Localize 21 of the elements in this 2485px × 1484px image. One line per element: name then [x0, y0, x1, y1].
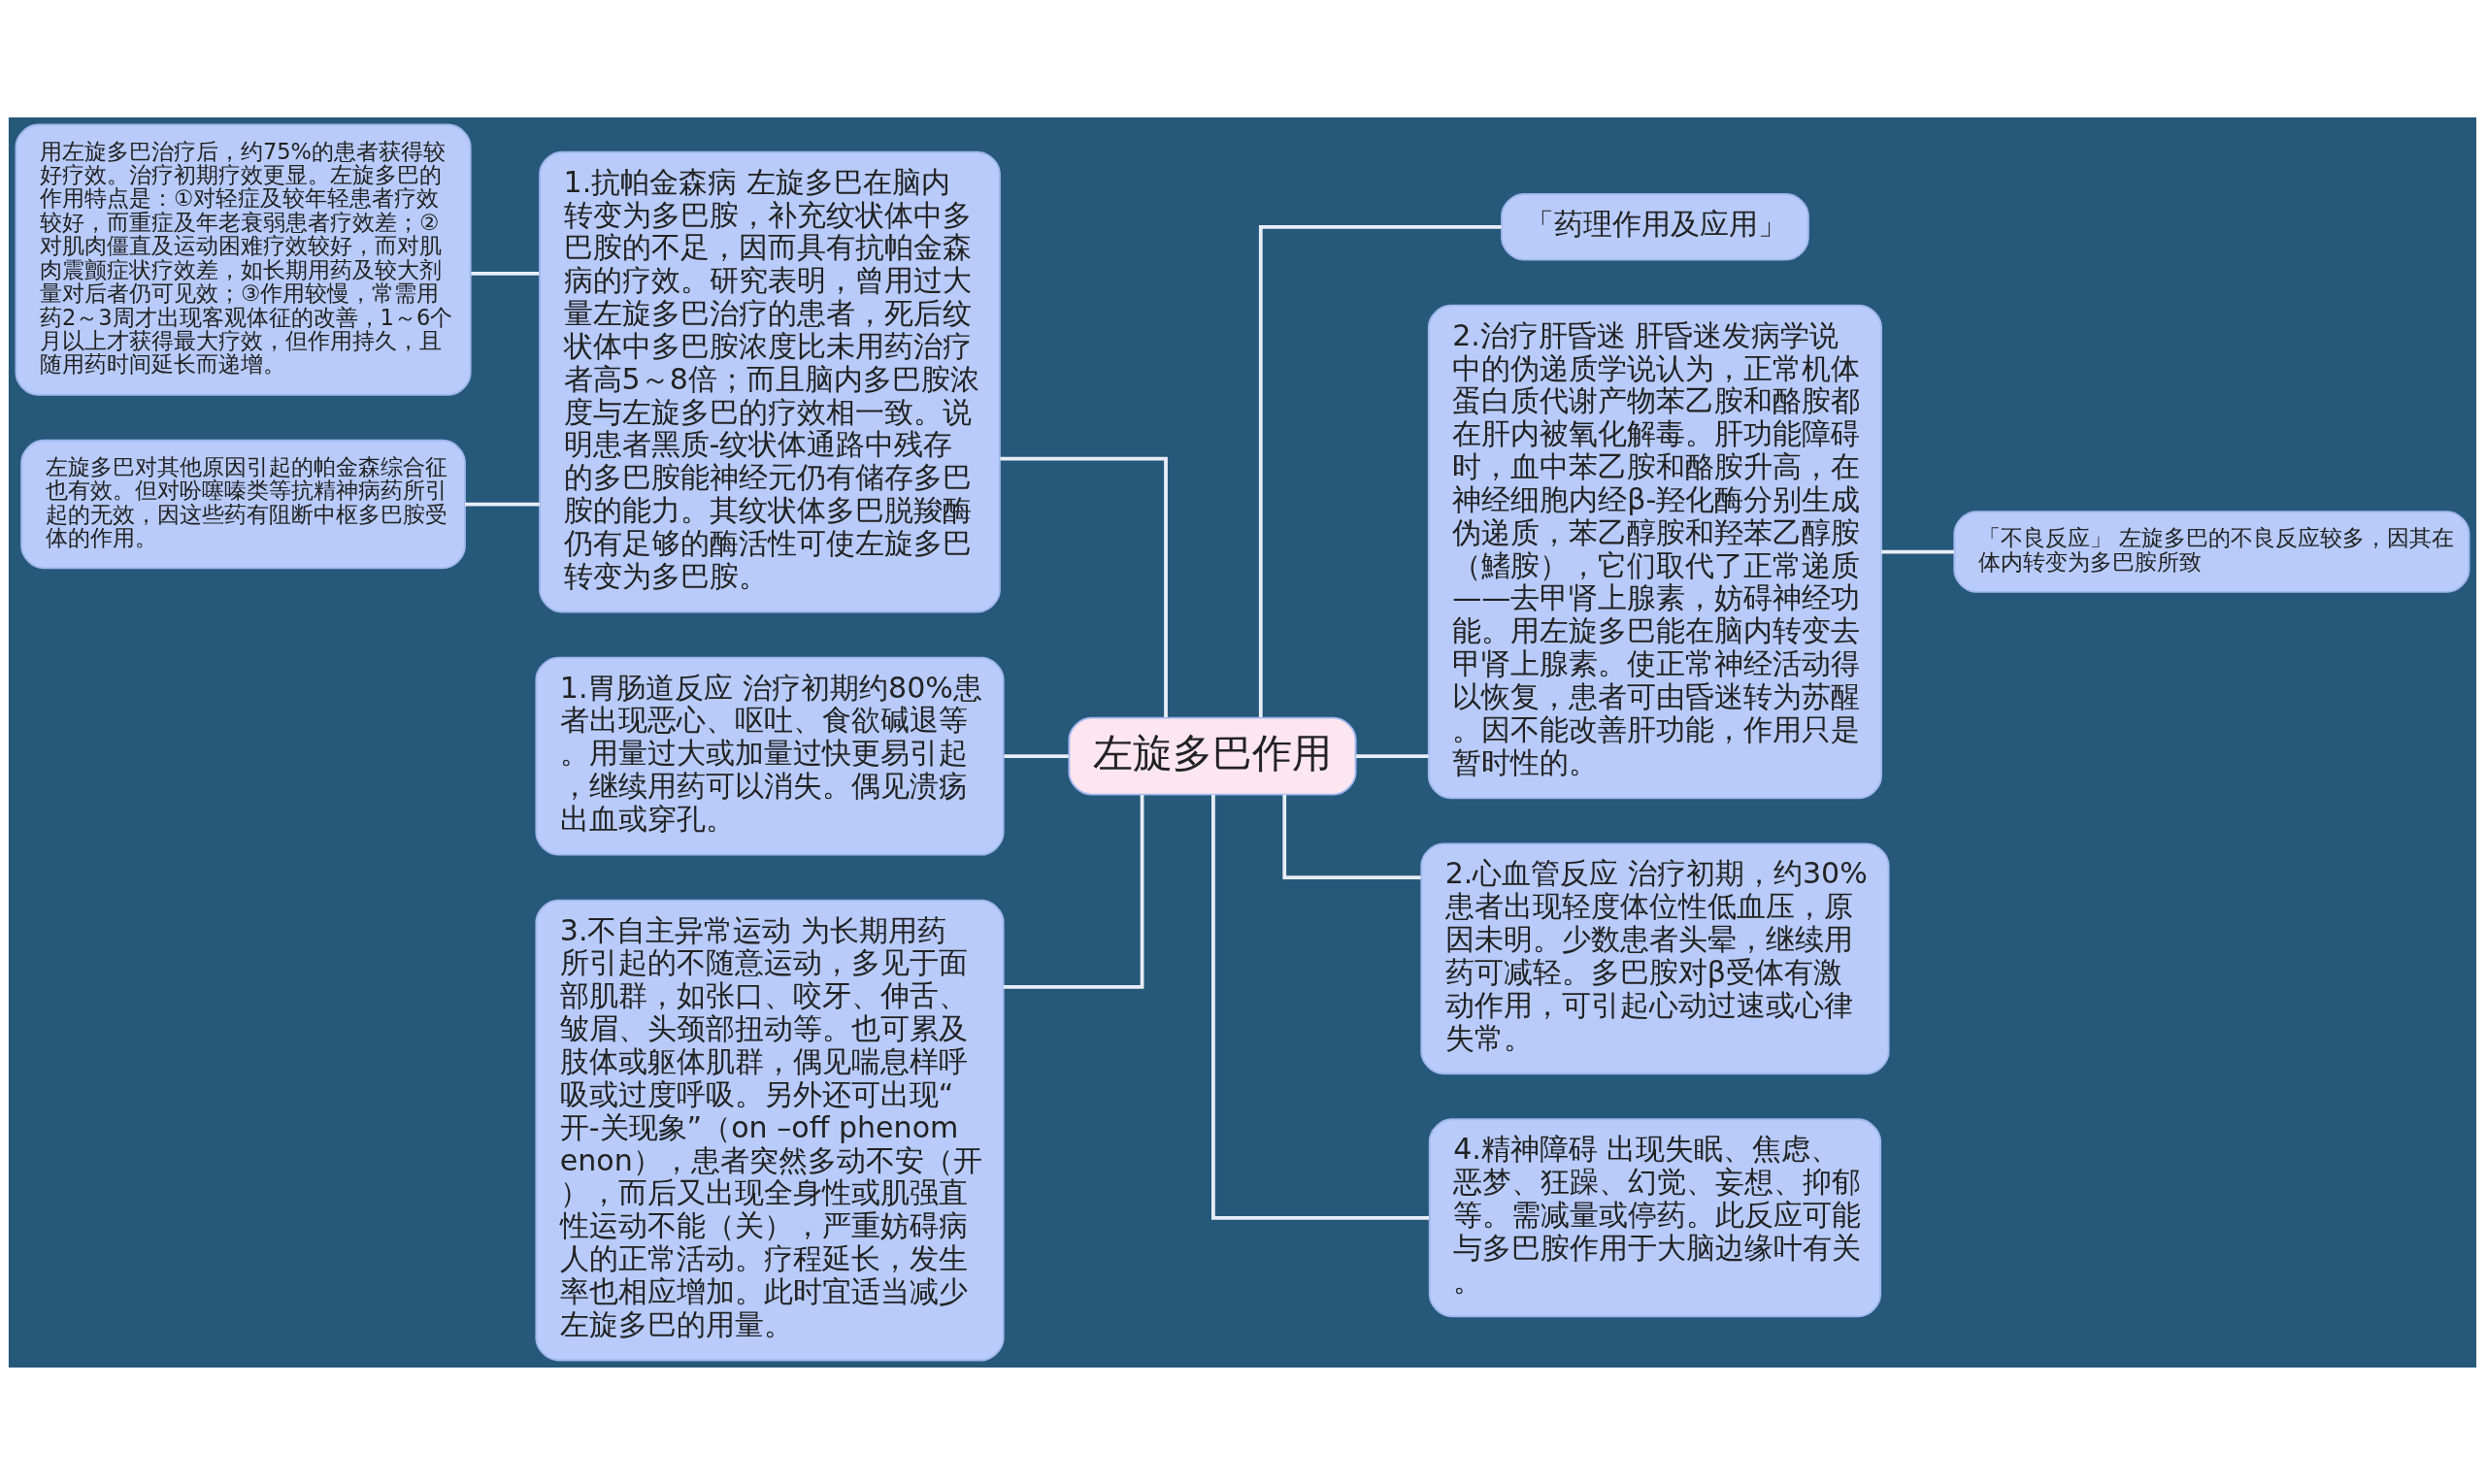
node-box: 左旋多巴对其他原因引起的帕金森综合征也有效。但对吩噻嗪类等抗精神病药所引起的无效，因这些药有阻断中枢多巴胺受体的作用。 — [20, 439, 466, 569]
node-box: 2.治疗肝昏迷 肝昏迷发病学说中的伪递质学说认为，正常机体蛋白质代谢产物苯乙胺和酪胺都在肝内被氧化解毒。肝功能障碍时，血中苯乙胺和酪胺升高，在神经细胞内经β-羟化酶分别生成伪递质，苯乙醇胺和羟苯乙醇胺（鰭胺），它们取代了正常递质——去甲肾上腺素，妨碍神经功能。用左旋多巴能在脑内转变去甲肾上腺素。使正常神经活动得以恢复，患者可由昏迷转为苏醒。因不能改善肝功能，作用只是暂时性的。 — [1427, 304, 1883, 799]
node-box: 「不良反应」 左旋多巴的不良反应较多，因其在体内转变为多巴胺所致 — [1953, 510, 2470, 593]
connector — [1004, 753, 1069, 758]
node-box: 3.不自主异常运动 为长期用药所引起的不随意运动，多见于面部肌群，如张口、咬牙、伸舌、皱眉、头颈部扭动等。也可累及肢体或躯体肌群，偶见喘息样呼吸或过度呼吸。另外还可出现“开-关现象”（on –off phenomenon），患者突然多动不安（开），而后又出现全身性或肌强直性运动不能（关），严重妨碍病人的正常活动。疗程延长，发生率也相应增加。此时宜适当减少左旋多巴的用量。 — [535, 899, 1005, 1361]
connector — [1282, 794, 1421, 879]
connector — [465, 502, 541, 506]
connector — [1356, 753, 1429, 758]
connector — [1000, 456, 1168, 717]
connector — [1258, 224, 1502, 717]
node-box: 4.精神障碍 出现失眠、焦虑、恶梦、狂躁、幻觉、妄想、抑郁等。需减量或停药。此反应可能与多巴胺作用于大脑边缘叶有关。 — [1428, 1117, 1882, 1317]
connector — [471, 271, 540, 276]
node-box: 「药理作用及应用」 — [1501, 192, 1809, 261]
node-box: 2.心血管反应 治疗初期，约30%患者出现轻度体位性低血压，原因未明。少数患者头晕，继续用药可减轻。多巴胺对β受体有激动作用，可引起心动过速或心律失常。 — [1420, 841, 1890, 1074]
node-box: 左旋多巴作用 — [1068, 716, 1357, 796]
connector — [1211, 794, 1430, 1220]
connector — [1881, 549, 1955, 553]
node-box: 1.抗帕金森病 左旋多巴在脑内转变为多巴胺，补充纹状体中多巴胺的不足，因而具有抗帕金森病的疗效。研究表明，曾用过大量左旋多巴治疗的患者，死后纹状体中多巴胺浓度比未用药治疗者高5～8倍；而且脑内多巴胺浓度与左旋多巴的疗效相一致。说明患者黑质-纹状体通路中残存的多巴胺能神经元仍有储存多巴胺的能力。其纹状体多巴脱羧酶仍有足够的酶活性可使左旋多巴转变为多巴胺。 — [539, 150, 1001, 612]
node-box: 1.胃肠道反应 治疗初期约80%患者出现恶心、呕吐、食欲碱退等。用量过大或加量过快更易引起，继续用药可以消失。偶见溃疡出血或穿孔。 — [535, 656, 1005, 856]
connector — [1003, 794, 1144, 989]
node-box: 用左旋多巴治疗后，约75%的患者获得较好疗效。治疗初期疗效更显。左旋多巴的作用特点是：①对轻症及较年轻患者疗效较好，而重症及年老衰弱患者疗效差；②对肌肉僵直及运动困难疗效较好，而对肌肉震颤症状疗效差，如长期用药及较大剂量对后者仍可见效；③作用较慢，常需用药2～3周才出现客观体征的改善，1～6个月以上才获得最大疗效，但作用持久，且随用药时间延长而递增。 — [15, 123, 472, 396]
